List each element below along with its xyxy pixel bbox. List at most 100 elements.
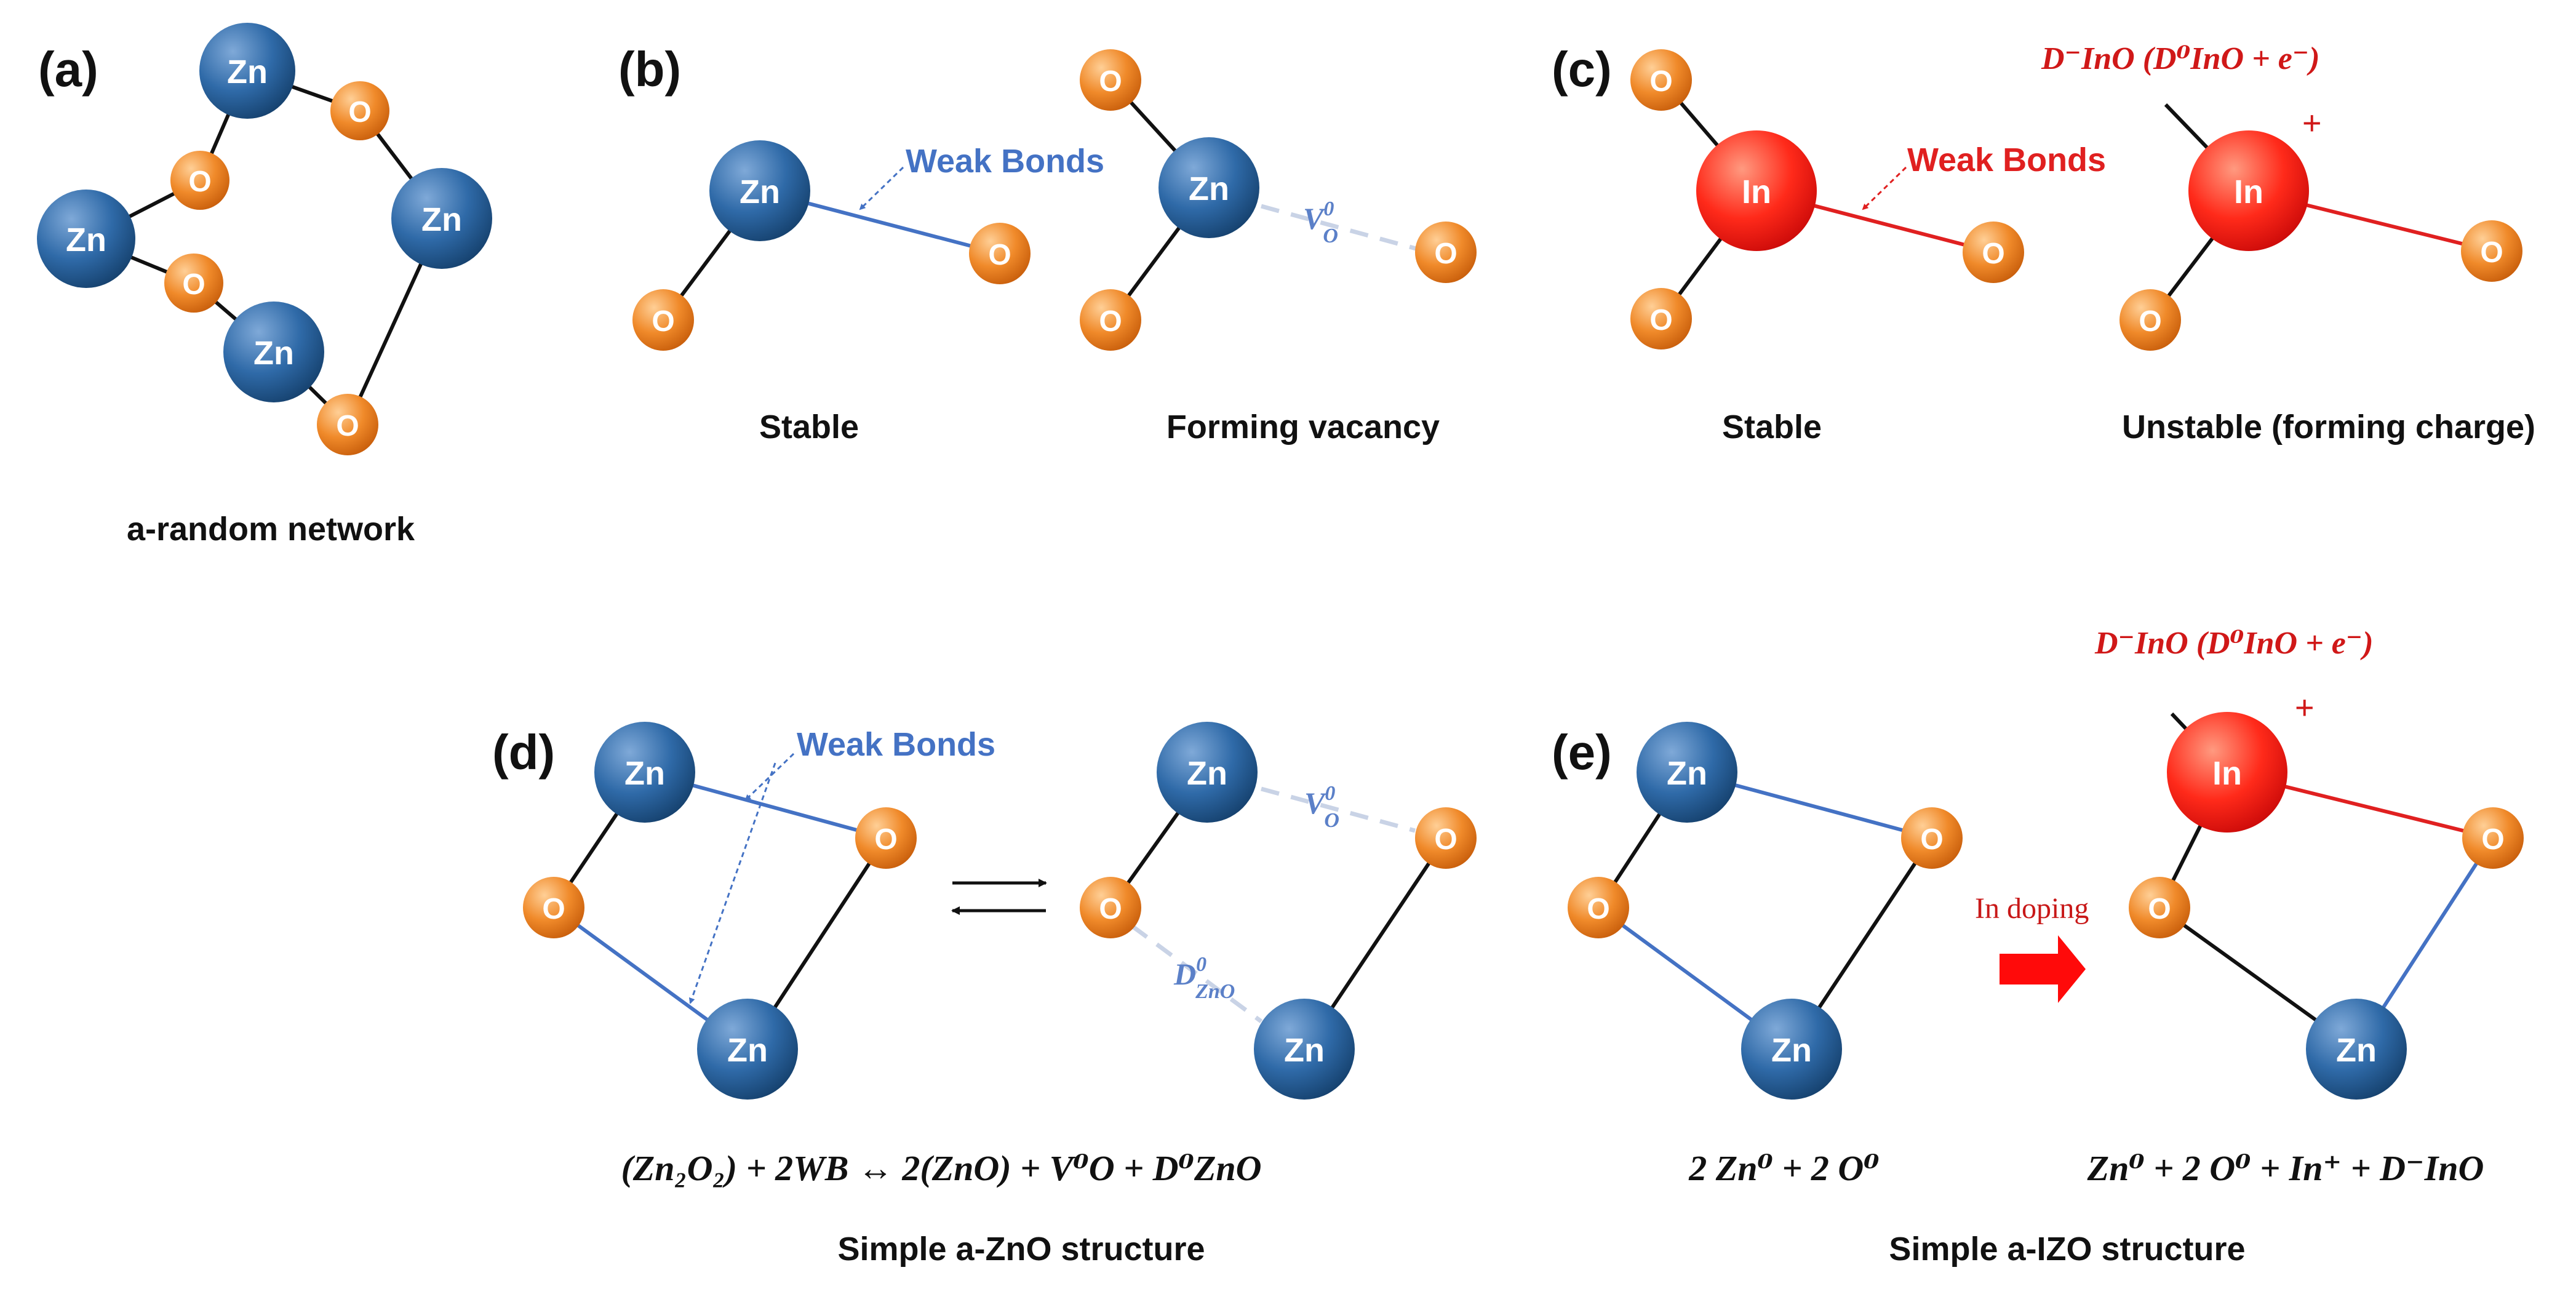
zn-atom: Zn [37, 190, 135, 288]
svg-text:Zn: Zn [1771, 1032, 1812, 1069]
caption-d: Simple a-ZnO structure [837, 1231, 1205, 1268]
in-atom: In [1696, 130, 1817, 251]
svg-text:O: O [1587, 893, 1609, 925]
panel-b-label: (b) [618, 42, 681, 97]
o-atom: O [632, 289, 694, 351]
positive-charge: + [2302, 105, 2322, 142]
o-atom: O [855, 807, 917, 869]
caption-a: a-random network [127, 511, 415, 548]
svg-text:O: O [988, 239, 1011, 271]
svg-text:Zn: Zn [227, 54, 268, 90]
caption-b-vacancy: Forming vacancy [1166, 409, 1440, 445]
defect-label-c: D⁻InO (D⁰InO + e⁻) [2041, 41, 2320, 76]
svg-text:Zn: Zn [1284, 1032, 1325, 1069]
equation-d: (Zn₂O₂) + 2WB ↔ 2(ZnO) + V⁰O + D⁰ZnO [621, 1148, 1261, 1188]
svg-text:O: O [1099, 65, 1122, 98]
zn-atom: Zn [709, 140, 810, 241]
svg-text:O: O [188, 166, 211, 198]
o-atom: O [1630, 49, 1692, 111]
weak-bond-arrow [744, 753, 795, 801]
svg-text:O: O [2480, 236, 2503, 269]
panel-e: (e) Zn Zn O O In doping In Zn O O + D⁻In… [1552, 626, 2524, 1268]
o-atom: O [1415, 807, 1477, 869]
o-atom: O [2461, 220, 2522, 282]
o-atom: O [2129, 877, 2190, 938]
svg-text:O: O [182, 268, 205, 301]
svg-text:O: O [2139, 305, 2161, 338]
svg-text:Zn: Zn [421, 201, 462, 238]
weak-bond-arrow [688, 762, 776, 1004]
svg-text:Zn: Zn [624, 755, 665, 792]
svg-text:In: In [2212, 755, 2242, 792]
panel-a-label: (a) [38, 42, 98, 97]
o-atom: O [1415, 222, 1477, 283]
in-atom: In [2188, 130, 2309, 251]
svg-text:O: O [1099, 893, 1122, 925]
o-atom: O [1080, 49, 1141, 111]
panel-a: (a) Zn Zn Zn Zn O O O O a-random network [37, 23, 492, 548]
svg-text:Zn: Zn [727, 1032, 768, 1069]
o-atom: O [1963, 222, 2024, 283]
svg-text:O: O [2481, 823, 2504, 856]
in-doping-label: In doping [1975, 892, 2089, 925]
svg-text:In: In [1742, 174, 1771, 210]
svg-text:O: O [1649, 65, 1672, 98]
caption-e: Simple a-IZO structure [1889, 1231, 2245, 1268]
vacancy-bond [1261, 204, 1419, 252]
o-atom: O [523, 877, 584, 938]
svg-text:O: O [348, 96, 371, 129]
zn-atom: Zn [1254, 999, 1355, 1100]
svg-text:O: O [1434, 238, 1457, 270]
svg-text:Zn: Zn [2336, 1032, 2377, 1069]
weak-bonds-label: Weak Bonds [797, 726, 995, 763]
defect-bond [1130, 924, 1263, 1023]
caption-c-unstable: Unstable (forming charge) [2122, 409, 2535, 445]
zn-atom: Zn [1158, 137, 1259, 238]
svg-text:O: O [1920, 823, 1943, 856]
svg-text:Zn: Zn [1189, 170, 1229, 207]
weak-bond-arrow [1862, 166, 1907, 210]
svg-text:O: O [1099, 305, 1122, 338]
o-atom: O [2462, 807, 2524, 869]
zn-atom: Zn [594, 722, 695, 823]
o-atom: O [170, 151, 229, 210]
panel-c-label: (c) [1552, 42, 1612, 97]
svg-text:Zn: Zn [1187, 755, 1227, 792]
zn-atom: Zn [2306, 999, 2407, 1100]
svg-text:O: O [1434, 823, 1457, 856]
svg-text:Zn: Zn [1667, 755, 1707, 792]
svg-text:Zn: Zn [740, 174, 780, 210]
weak-bond-arrow [859, 166, 904, 210]
o-atom: O [1080, 289, 1141, 351]
zn-atom: Zn [1637, 722, 1737, 823]
panel-e-label: (e) [1552, 725, 1612, 780]
o-atom: O [1630, 288, 1692, 349]
equation-e-right: Zn⁰ + 2 O⁰ + In⁺ + D⁻InO [2087, 1148, 2484, 1188]
caption-c-stable: Stable [1722, 409, 1822, 445]
zn-atom: Zn [199, 23, 295, 119]
caption-b-stable: Stable [759, 409, 859, 445]
doping-arrow-icon [2000, 935, 2086, 1003]
svg-text:O: O [874, 823, 897, 856]
svg-text:O: O [542, 893, 565, 925]
panel-b: (b) Zn O O Weak Bonds Stable Zn O O O V0… [618, 42, 1477, 445]
o-atom: O [1901, 807, 1963, 869]
svg-text:O: O [652, 305, 674, 338]
zn-atom: Zn [1157, 722, 1258, 823]
zn-atom: Zn [697, 999, 798, 1100]
zn-atom: Zn [223, 302, 324, 402]
svg-text:O: O [1649, 304, 1672, 337]
equation-e-left: 2 Zn⁰ + 2 O⁰ [1688, 1148, 1879, 1188]
weak-bonds-label: Weak Bonds [906, 143, 1104, 180]
panel-c: (c) In O O O Weak Bonds Stable In O O + … [1552, 41, 2535, 445]
o-atom: O [1080, 877, 1141, 938]
o-atom: O [164, 254, 223, 313]
o-atom: O [2119, 289, 2181, 351]
panel-d-label: (d) [492, 725, 555, 780]
svg-text:O: O [336, 410, 359, 442]
zn-atom: Zn [391, 168, 492, 269]
